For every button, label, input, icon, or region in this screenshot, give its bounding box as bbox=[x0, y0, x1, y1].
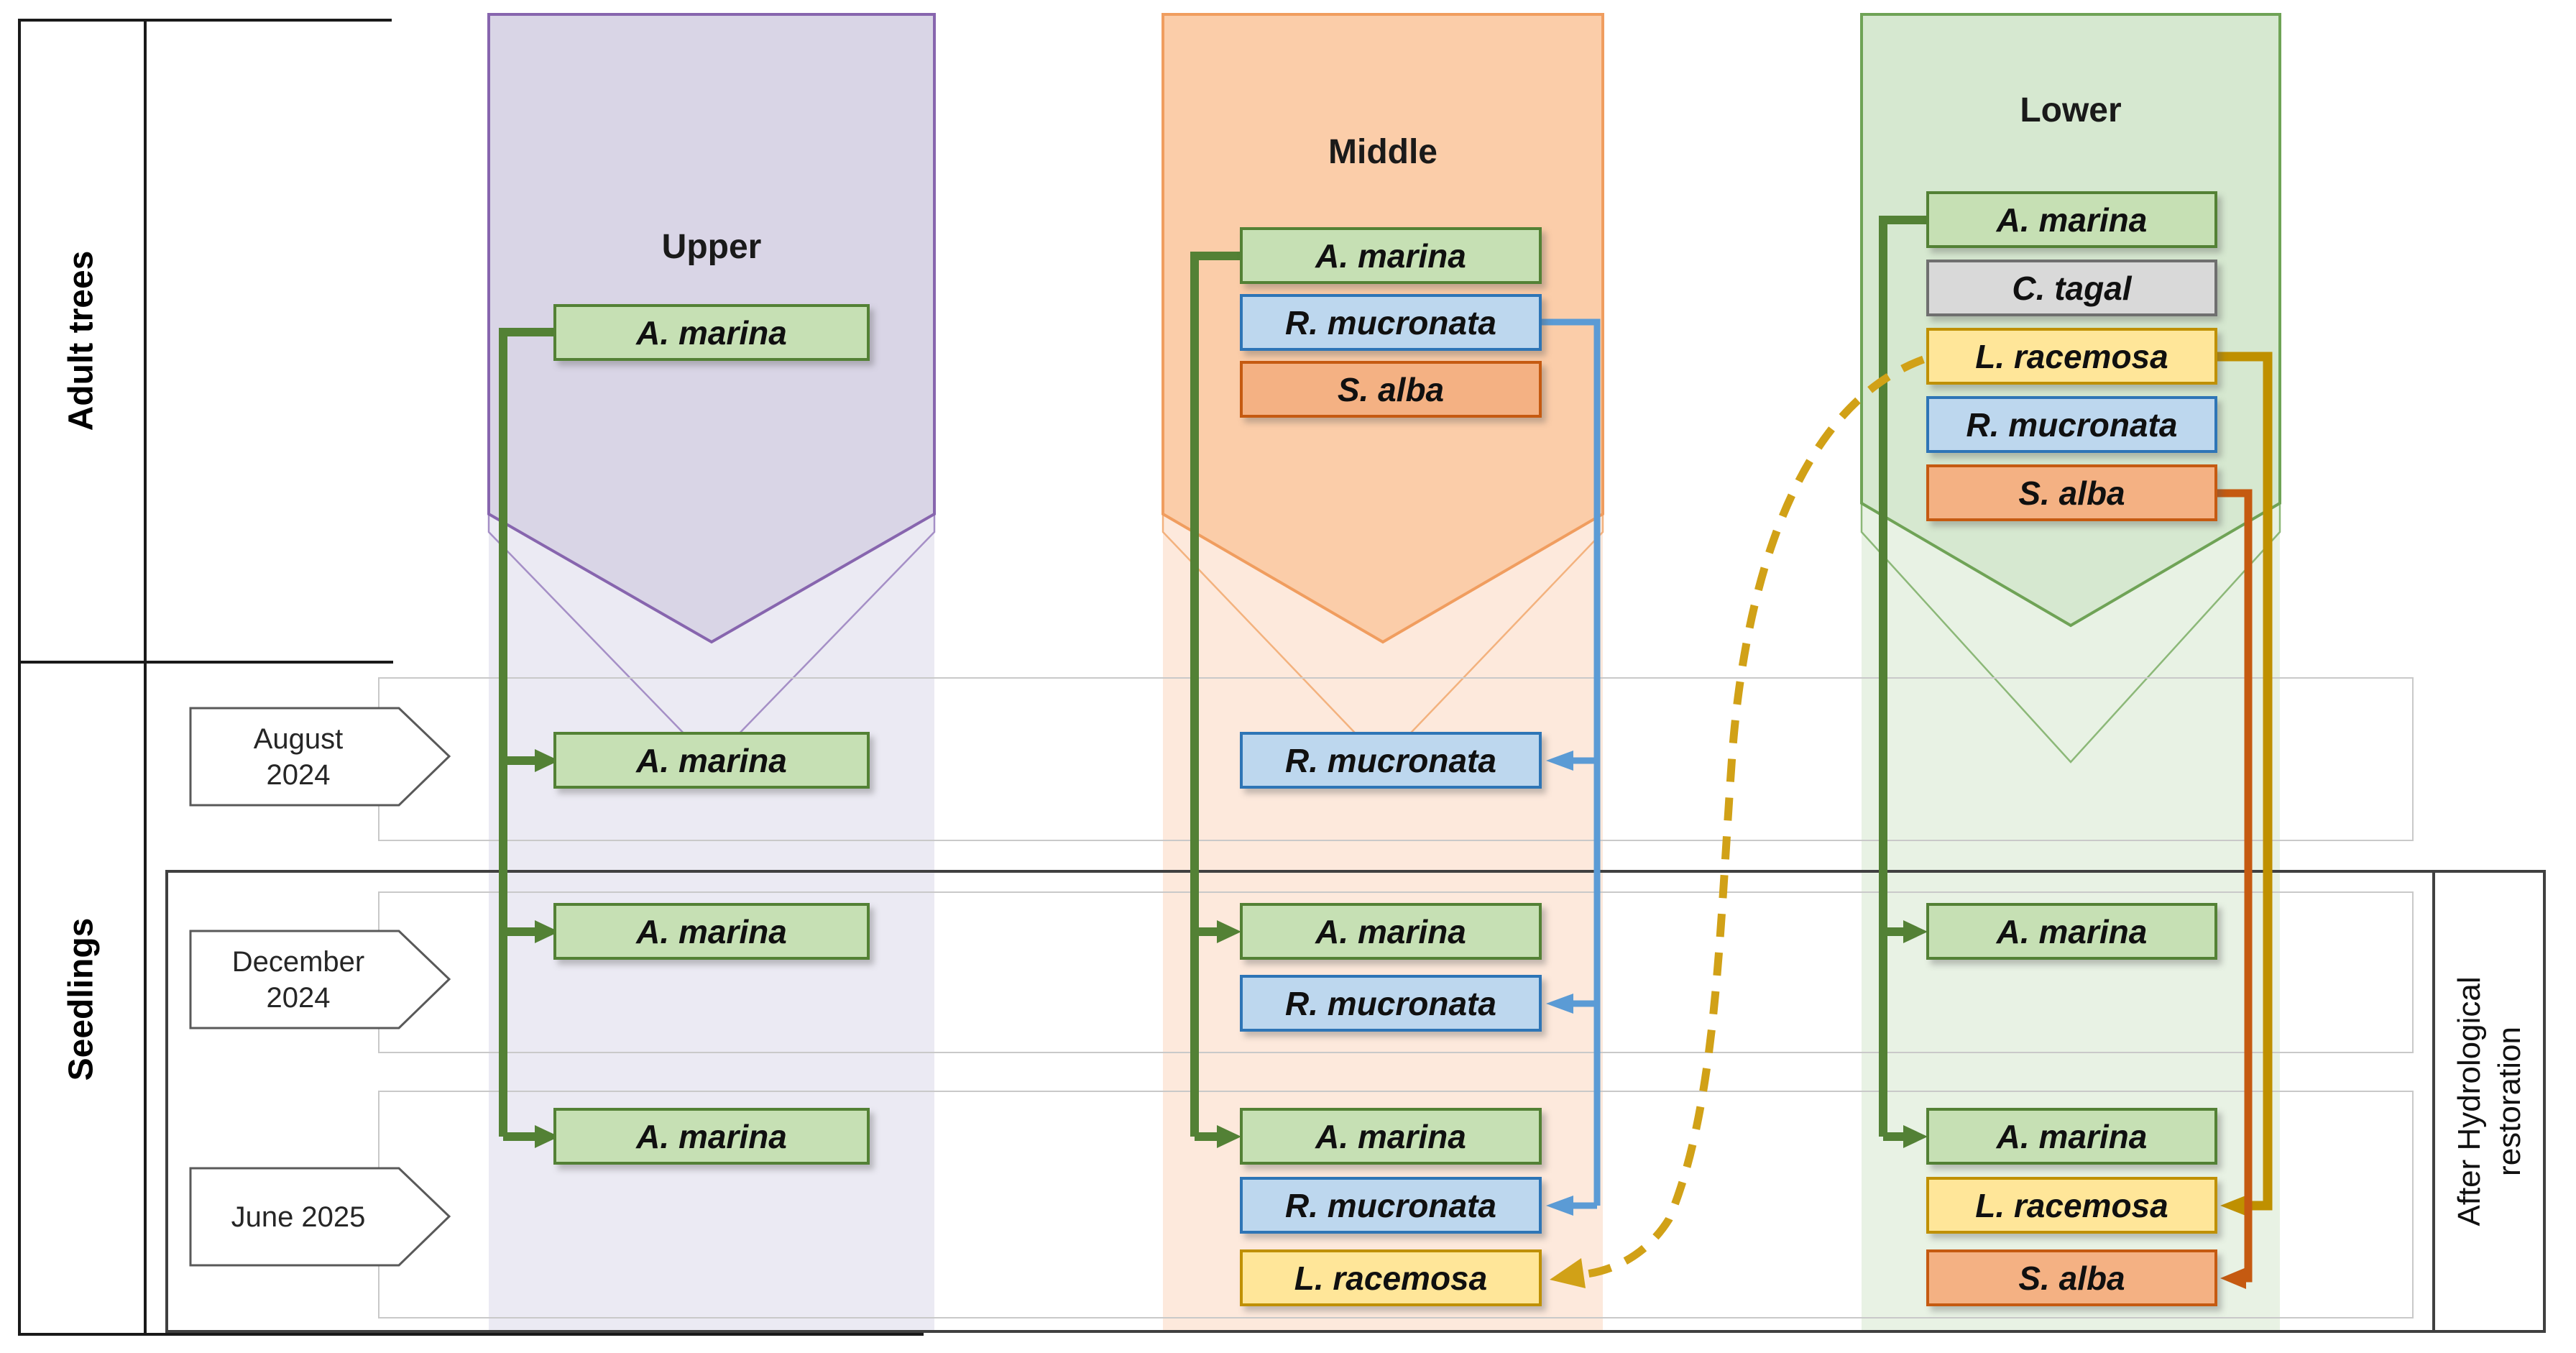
timepoint-line2: 2024 bbox=[266, 981, 331, 1014]
arrowhead-green-icon bbox=[1903, 1125, 1928, 1148]
arrowhead-blue-icon bbox=[1546, 751, 1573, 771]
species-box-adult-middle-r-mucronata: R. mucronata bbox=[1240, 294, 1542, 351]
middle-a-marina-connector bbox=[1190, 252, 1243, 1141]
upper-zone-title: Upper bbox=[661, 228, 762, 266]
species-box-aug-middle-r-mucronata: R. mucronata bbox=[1240, 732, 1542, 789]
timepoint-line1: August bbox=[253, 723, 344, 755]
species-box-jun-upper-a-marina: A. marina bbox=[553, 1108, 870, 1165]
after-restoration-line2: restoration bbox=[2492, 1027, 2527, 1176]
arrowhead-green-icon bbox=[535, 920, 559, 943]
lower-zone-title: Lower bbox=[2020, 91, 2122, 129]
species-box-dec-upper-a-marina: A. marina bbox=[553, 903, 870, 960]
december-2024-pentagon bbox=[189, 930, 451, 1029]
species-box-adult-middle-s-alba: S. alba bbox=[1240, 361, 1542, 418]
species-box-adult-lower-l-racemosa: L. racemosa bbox=[1926, 328, 2217, 385]
species-box-jun-middle-r-mucronata: R. mucronata bbox=[1240, 1177, 1542, 1234]
arrowhead-green-icon bbox=[535, 1125, 559, 1148]
after-restoration-label: After Hydrological restoration bbox=[2450, 976, 2530, 1226]
species-box-jun-middle-l-racemosa: L. racemosa bbox=[1240, 1249, 1542, 1306]
august-2024-pentagon bbox=[189, 707, 451, 807]
timepoint-december-2024: December 2024 bbox=[190, 931, 406, 1028]
arrowhead-gold-dashed-icon bbox=[1550, 1258, 1586, 1288]
frame-adult-seedlings-divider bbox=[18, 661, 393, 664]
arrowhead-green-icon bbox=[535, 749, 559, 772]
arrowhead-green-icon bbox=[1217, 920, 1241, 943]
frame-left-border bbox=[18, 19, 21, 1336]
frame-bottom-line bbox=[18, 1333, 924, 1336]
middle-r-mucronata-connector bbox=[1539, 318, 1601, 1209]
species-box-aug-upper-a-marina: A. marina bbox=[553, 732, 870, 789]
timepoint-august-2024: August 2024 bbox=[190, 708, 406, 805]
lower-to-middle-l-racemosa-dashed-connector bbox=[1586, 355, 1925, 1278]
species-box-adult-middle-a-marina: A. marina bbox=[1240, 227, 1542, 284]
lower-l-racemosa-connector bbox=[2214, 352, 2273, 1211]
species-box-dec-middle-r-mucronata: R. mucronata bbox=[1240, 975, 1542, 1032]
arrowhead-blue-icon bbox=[1546, 994, 1573, 1014]
species-box-adult-lower-c-tagal: C. tagal bbox=[1926, 260, 2217, 316]
seedlings-label: Seedlings bbox=[62, 917, 101, 1081]
species-box-adult-lower-s-alba: S. alba bbox=[1926, 464, 2217, 521]
timepoint-june-2025: June 2025 bbox=[190, 1168, 406, 1265]
timepoint-line1: June 2025 bbox=[231, 1201, 366, 1233]
after-restoration-line1: After Hydrological bbox=[2452, 976, 2487, 1226]
arrowhead-rust-icon bbox=[2220, 1267, 2246, 1289]
arrowhead-blue-icon bbox=[1546, 1196, 1573, 1216]
frame-label-column-divider bbox=[144, 19, 147, 1336]
species-box-jun-lower-s-alba: S. alba bbox=[1926, 1249, 2217, 1306]
june-2025-pentagon bbox=[189, 1167, 451, 1267]
lower-s-alba-connector bbox=[2214, 489, 2253, 1283]
species-box-adult-upper-a-marina: A. marina bbox=[553, 304, 870, 361]
species-box-adult-lower-a-marina: A. marina bbox=[1926, 191, 2217, 248]
frame-top-line bbox=[18, 19, 392, 22]
timepoint-line1: December bbox=[231, 945, 365, 978]
arrowhead-gold-icon bbox=[2220, 1195, 2248, 1216]
after-restoration-group-box bbox=[165, 870, 2546, 1333]
species-box-jun-middle-a-marina: A. marina bbox=[1240, 1108, 1542, 1165]
species-box-dec-lower-a-marina: A. marina bbox=[1926, 903, 2217, 960]
lower-a-marina-connector bbox=[1879, 216, 1929, 1141]
timepoint-line2: 2024 bbox=[266, 758, 331, 791]
arrowhead-green-icon bbox=[1903, 920, 1928, 943]
upper-a-marina-connector bbox=[499, 328, 553, 1141]
species-box-dec-middle-a-marina: A. marina bbox=[1240, 903, 1542, 960]
species-box-adult-lower-r-mucronata: R. mucronata bbox=[1926, 396, 2217, 453]
species-box-jun-lower-l-racemosa: L. racemosa bbox=[1926, 1177, 2217, 1234]
after-restoration-label-divider bbox=[2432, 870, 2435, 1333]
middle-zone-title: Middle bbox=[1328, 133, 1438, 171]
arrowhead-green-icon bbox=[1217, 1125, 1241, 1148]
species-box-jun-lower-a-marina: A. marina bbox=[1926, 1108, 2217, 1165]
adult-trees-label: Adult trees bbox=[62, 250, 101, 431]
